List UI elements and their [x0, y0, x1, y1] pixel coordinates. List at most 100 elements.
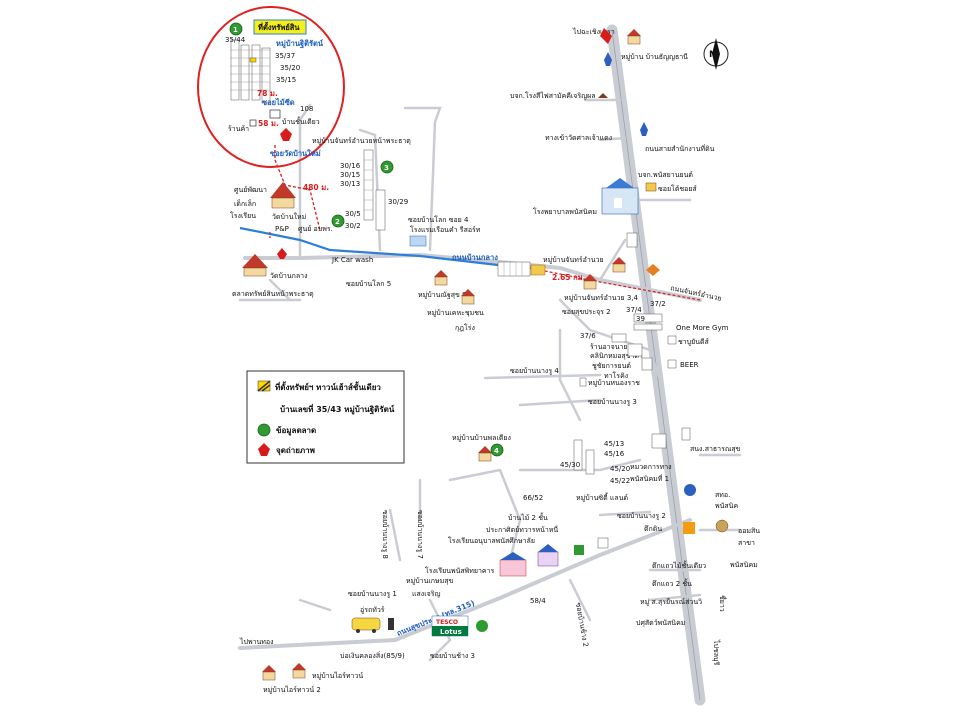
office-label: ปศุสัตว์พนัสนิคม [636, 619, 685, 627]
shop-label: BEER [680, 361, 699, 369]
soi-label: ซอยบ้านโลก ซอย 4 [408, 215, 469, 224]
soi-label: ซอยบ้านโลก 5 [346, 279, 391, 288]
route-blue [239, 226, 499, 267]
market-label: ตลาดทรัพย์สินหน้าพระธาตุ [232, 290, 314, 298]
village-label: หมู่บ้านไอร์ทาวน์ [312, 671, 363, 680]
marker-number: 1 [233, 26, 238, 34]
north-arrow-icon: N [703, 38, 729, 70]
soi-label: ซอยบ้านช้าง 2 [574, 602, 590, 648]
lot-label: 30/2 [345, 222, 361, 230]
hotel-label: โรงแรมเรือนคำ รีสอร์ท [410, 225, 481, 234]
building-label: หมู่ ส.สุรยืนรณ์ส่วนวิ [640, 598, 702, 606]
village-label: หมู่บ้านณัฐสุข 8 [418, 291, 466, 299]
lot-label: 45/13 [604, 440, 624, 448]
garage-label: ชูชัยการยนต์ [592, 362, 631, 370]
village-icon [262, 665, 276, 681]
soi-label: ซอยบ้านนางรู 2 [617, 512, 666, 520]
marker-number: 3 [384, 164, 389, 172]
lotus-label: Lotus [440, 628, 462, 636]
village-icon [461, 289, 475, 305]
building-label: บ้านชั้นเดียว [282, 115, 320, 126]
village-label: หมู่บ้านเกษมสุข [406, 577, 454, 585]
market-marker-3 [380, 160, 394, 174]
company-label: บจก.โรงสีไฟสามัคคีเจริญผล [510, 91, 596, 100]
photo-point-icon [277, 248, 287, 259]
market-marker-2 [331, 214, 345, 228]
lot-label: 30/13 [340, 180, 360, 188]
hospital-label: โรงพยาบาลพนัสนิคม [533, 207, 597, 216]
school-icon [537, 544, 559, 567]
lot-label: 45/16 [604, 450, 625, 458]
soi-label: ซอยบ้านนางรู 8 [381, 510, 389, 559]
soi-label: ซอยไม้ซีด [262, 97, 295, 107]
bank-label: สาขา [738, 539, 755, 547]
road-label: ถนนสายสำนักงานที่ดิน [645, 144, 715, 153]
bank-label: พนัสนิคม [730, 561, 758, 569]
building-label: บ้านไม้ 2 ชั้น [508, 511, 548, 522]
village-label: หมู่บ้าน บ้านธัญญธานี [621, 53, 688, 61]
market-marker-1 [229, 22, 243, 36]
office-label: สนง.สาธารณสุข [690, 445, 741, 453]
village-icon [627, 29, 641, 45]
mill-icon [598, 93, 608, 98]
property-tag [253, 19, 307, 35]
soi-label: ซอยบ้านช้าง 3 [430, 652, 475, 660]
lot-label: 35/15 [276, 76, 296, 84]
marker-number: 2 [335, 218, 340, 226]
building-icon [626, 232, 638, 248]
village-icon [478, 446, 492, 462]
company-label: บจก.พนัสยานยนต์ [638, 171, 693, 179]
office-label: หมวดการทาง [630, 463, 672, 471]
office-label: พนัสนิคมที่ 1 [630, 474, 669, 483]
lot-label: 108 [300, 105, 313, 113]
hotel-icon [409, 235, 427, 247]
lot-label: 30/5 [345, 210, 361, 218]
lot-label: 30/15 [340, 171, 360, 179]
bank-label: ออมสิน [738, 527, 760, 535]
shop-label: JK Car wash [331, 256, 373, 264]
building-label: ตึกแถวไม้ชั้นเดียว [652, 559, 706, 570]
gas-station-icon [600, 28, 612, 44]
property-tag-label: ที่ตั้งทรัพย์สิน [258, 21, 300, 32]
temple-label: วัดบ้านใหม่ [272, 212, 306, 221]
lot-label: 35/44 [225, 36, 246, 44]
lot-label: 30/29 [388, 198, 408, 206]
tesco-lotus-icon [431, 615, 469, 637]
property-circle [197, 6, 345, 168]
shop-icon [645, 182, 657, 192]
shop-icon [530, 264, 546, 276]
shop-label: ร้านค้า [228, 125, 249, 133]
lot-label: 37/6 [580, 332, 596, 340]
lot-label: 37/4 [626, 306, 642, 314]
legend-item-photo: จุดถ่ายภาพ [276, 446, 315, 456]
restaurant-icon [388, 618, 394, 630]
market-marker-4 [490, 443, 504, 457]
bus-station-label: อู่รถทัวร์ [360, 606, 385, 614]
soi-label: ซอยบ้านนางรู 4 [510, 367, 559, 375]
lot-label: 39 [636, 315, 645, 323]
map-legend: ที่ตั้งทรัพย์ฯ ทาวน์เฮ้าส์ชั้นเดียว บ้าน… [246, 370, 405, 464]
to-chachoengsao-label: ไปฉะเชิงเทรา [572, 27, 615, 36]
legend-subtitle: บ้านเลขที่ 35/43 หมู่บ้านฐิติรัตน์ [280, 403, 395, 415]
road-label: ทางเข้าวัดศาลเจ้าแดง [545, 134, 612, 142]
marker-number: 4 [494, 447, 499, 455]
gas-station-icon [646, 264, 660, 276]
village-icon [292, 663, 306, 679]
village-label: กุฎโร่ง [455, 323, 475, 332]
village-label: หมู่บ้านจันทร์อำนวย 3,4 [564, 294, 639, 302]
soi-label: ซอยสุขประจุร 2 [562, 308, 611, 316]
village-icon [434, 270, 448, 286]
tesco-label: TESCO [436, 619, 458, 626]
temple-icon [242, 254, 268, 277]
building-label: ตึกดิน [644, 524, 662, 533]
soi-label: ซอยบ้านนางรู 1 [348, 590, 397, 598]
lot-label: 35/20 [280, 64, 300, 72]
temple-icon [604, 52, 612, 66]
shop-label: ทาโรคิง [604, 371, 628, 380]
soi-label: ซอยบ้านนางรู 3 [588, 398, 637, 406]
legend-title: ที่ตั้งทรัพย์ฯ ทาวน์เฮ้าส์ชั้นเดียว [275, 381, 381, 392]
to-phan-thong-label: ไปพานทอง [239, 637, 274, 646]
shop-label: บ่อเงินคลองสิ่ง(85/9) [340, 651, 405, 660]
village-icon [583, 274, 597, 290]
road-label: ถนนบ้านกลาง [452, 253, 498, 262]
